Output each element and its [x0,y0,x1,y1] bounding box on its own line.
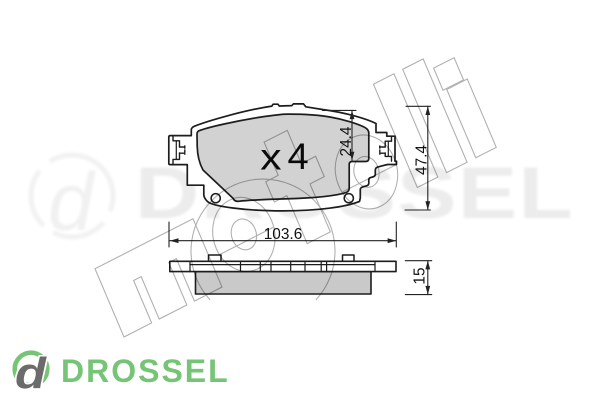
svg-text:15: 15 [412,267,429,284]
svg-text:103.6: 103.6 [264,226,303,243]
svg-text:d: d [15,349,47,398]
svg-text:d: d [48,157,96,248]
svg-text:47.4: 47.4 [413,145,430,175]
svg-text:DROSSEL: DROSSEL [61,353,230,389]
